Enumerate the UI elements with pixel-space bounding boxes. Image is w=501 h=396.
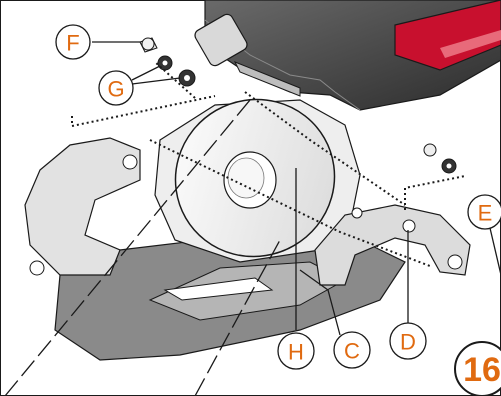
section-line-right bbox=[194, 239, 281, 396]
leader-c bbox=[299, 269, 341, 336]
screw-f bbox=[139, 37, 158, 53]
callout-d: D bbox=[389, 322, 427, 360]
callout-e-label: E bbox=[478, 201, 493, 226]
callout-c: C bbox=[333, 331, 371, 369]
dotted-line-left bbox=[71, 95, 216, 128]
callout-e: E bbox=[467, 194, 501, 230]
callout-f: F bbox=[55, 24, 91, 60]
screw-right bbox=[423, 143, 437, 157]
dotted-line-washers bbox=[154, 61, 196, 99]
callout-g: G bbox=[98, 70, 134, 106]
dotted-line-middle bbox=[149, 139, 431, 267]
step-badge: 16 bbox=[454, 341, 501, 396]
dotted-line-right bbox=[404, 175, 466, 210]
left-guard bbox=[24, 137, 141, 276]
blade-disc bbox=[174, 98, 336, 258]
leader-g bbox=[131, 65, 181, 85]
dotted-line-upper bbox=[244, 91, 406, 206]
red-handle bbox=[394, 0, 501, 71]
section-line-left bbox=[4, 99, 251, 396]
step-number: 16 bbox=[463, 351, 501, 389]
leader-lines bbox=[92, 41, 501, 336]
callout-h: H bbox=[277, 332, 315, 370]
assembly-lines bbox=[71, 61, 466, 267]
right-guard bbox=[314, 204, 471, 286]
leader-e bbox=[489, 227, 501, 276]
callout-d-label: D bbox=[400, 330, 416, 355]
callout-c-label: C bbox=[344, 339, 360, 364]
washer-right bbox=[441, 158, 457, 174]
callout-g-label: G bbox=[107, 77, 124, 102]
washer-g2 bbox=[178, 69, 196, 87]
callout-f-label: F bbox=[66, 31, 79, 56]
callout-h-label: H bbox=[288, 340, 304, 365]
section-lines bbox=[4, 99, 281, 396]
